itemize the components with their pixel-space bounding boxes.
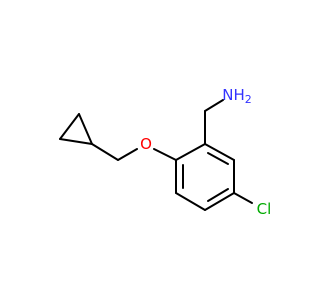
bond-ring-c2-c1 xyxy=(175,143,206,161)
bond-ring-double-1 xyxy=(207,152,229,165)
bond-oxygen-ring xyxy=(153,148,177,161)
molecule-structure-diagram: NH2 O Cl xyxy=(59,86,272,218)
oxygen-label: O xyxy=(140,135,152,153)
amine-text: NH xyxy=(222,86,245,104)
bond-ring-c4-c3 xyxy=(175,192,206,211)
bond-group xyxy=(59,99,253,211)
bond-ch2-oxygen xyxy=(117,148,138,161)
bond-cyclopropyl-2 xyxy=(59,113,80,140)
amine-label: NH2 xyxy=(222,86,252,106)
amine-subscript: 2 xyxy=(245,93,252,106)
bond-ring-double-2 xyxy=(207,188,229,202)
bond-ch2-amine xyxy=(204,99,224,112)
chlorine-label: Cl xyxy=(257,200,272,218)
bond-ring-chlorine xyxy=(233,192,253,204)
bond-ring-c1-c6 xyxy=(204,143,235,161)
bond-cyclopropyl-3 xyxy=(78,113,93,145)
bond-cyclopropyl-1 xyxy=(59,138,93,145)
bond-cyclopropyl-ch2 xyxy=(91,143,119,161)
bond-ring-c5-c4 xyxy=(204,192,235,211)
